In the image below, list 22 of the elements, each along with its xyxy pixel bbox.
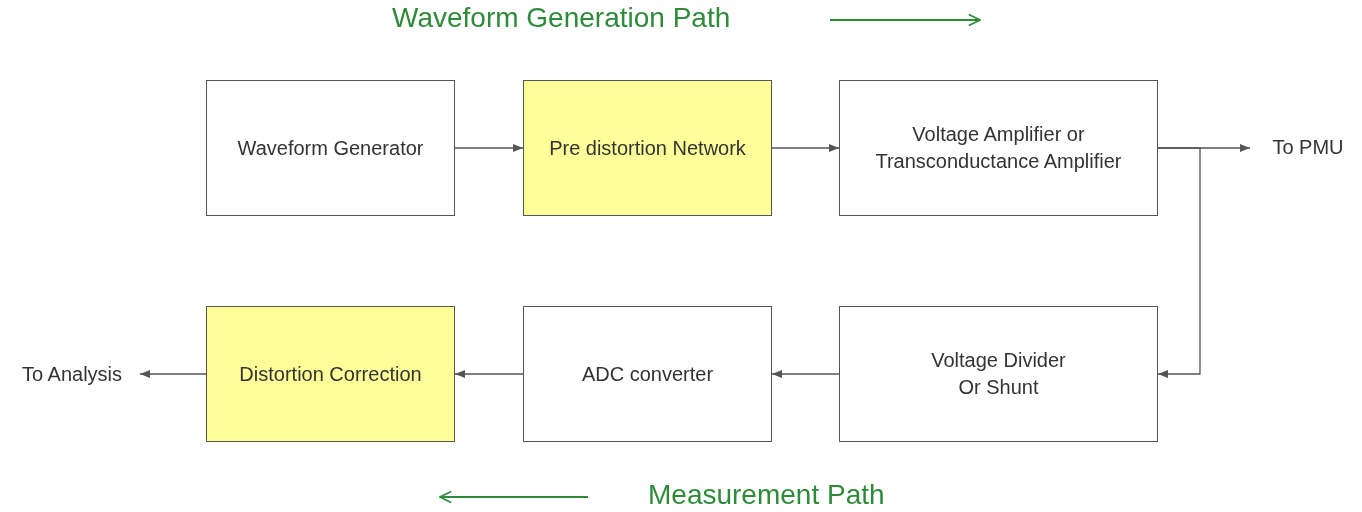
process-box [206,306,455,442]
process-box [839,306,1158,442]
box-label: Waveform Generator [237,135,424,161]
process-box [523,80,772,216]
arrow [771,370,840,378]
output-label: To PMU [1272,134,1344,160]
arrow [454,144,524,152]
arrow [771,144,840,152]
arrow [454,370,524,378]
box-label: Voltage Divider Or Shunt [930,348,1067,400]
path-heading: Measurement Path [648,479,885,511]
box-label: ADC converter [581,361,714,387]
output-label: To Analysis [21,361,123,387]
arrow [139,370,207,378]
path-heading: Waveform Generation Path [392,2,731,34]
process-box [523,306,772,442]
process-box [206,80,455,216]
box-label: Pre distortion Network [549,135,746,161]
box-label: Distortion Correction [239,361,422,387]
arrow [1157,147,1201,378]
box-label: Voltage Amplifier or Transconductance Amplifier [874,122,1123,174]
process-box [839,80,1158,216]
